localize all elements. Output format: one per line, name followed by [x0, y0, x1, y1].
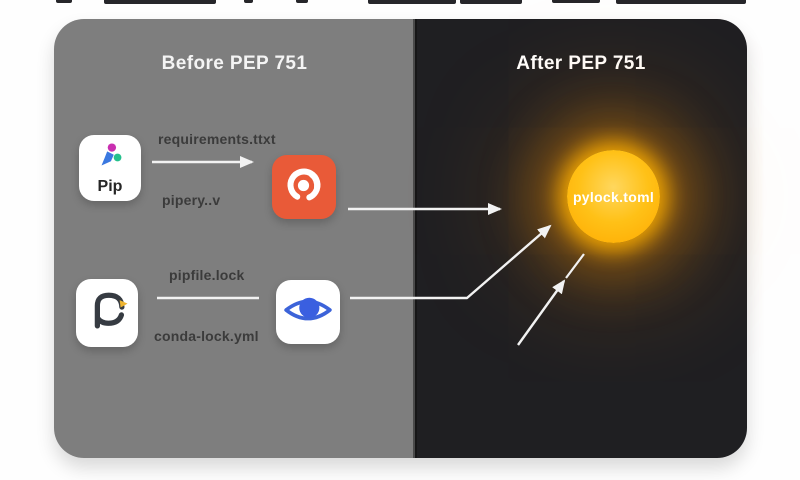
pipery-label: pipery..v: [162, 192, 221, 208]
pip-label: Pip: [97, 177, 123, 195]
comparison-panels: [54, 19, 747, 458]
after-title: After PEP 751: [516, 53, 646, 74]
top-edge-artifact: [244, 0, 253, 3]
pip-logo-icon: [92, 141, 128, 180]
top-edge-artifact: [460, 0, 522, 4]
eye-tool-card: [276, 280, 340, 344]
top-edge-artifact: [368, 0, 456, 4]
pipfile-label: pipfile.lock: [169, 267, 245, 283]
pip-tool-card: Pip: [79, 135, 141, 201]
before-title: Before PEP 751: [161, 53, 308, 74]
top-edge-artifact: [296, 0, 308, 3]
top-edge-artifact: [552, 0, 600, 3]
top-edge-artifact: [104, 0, 216, 4]
top-edge-artifact: [56, 0, 72, 3]
conda-lock-label: conda-lock.yml: [154, 328, 259, 344]
c-ring-pen-icon: [79, 282, 135, 345]
pylock-label: pylock.toml: [572, 188, 655, 205]
c-tool-card: [76, 279, 138, 347]
panel-divider: [413, 19, 417, 458]
top-edge-artifact: [616, 0, 746, 4]
eye-icon: [280, 282, 336, 343]
requirements-label: requirements.ttxt: [158, 131, 276, 147]
swirl-tool-card: [272, 155, 336, 219]
sun-glow: pylock.toml: [567, 150, 660, 243]
poetry-swirl-icon: [272, 153, 336, 222]
